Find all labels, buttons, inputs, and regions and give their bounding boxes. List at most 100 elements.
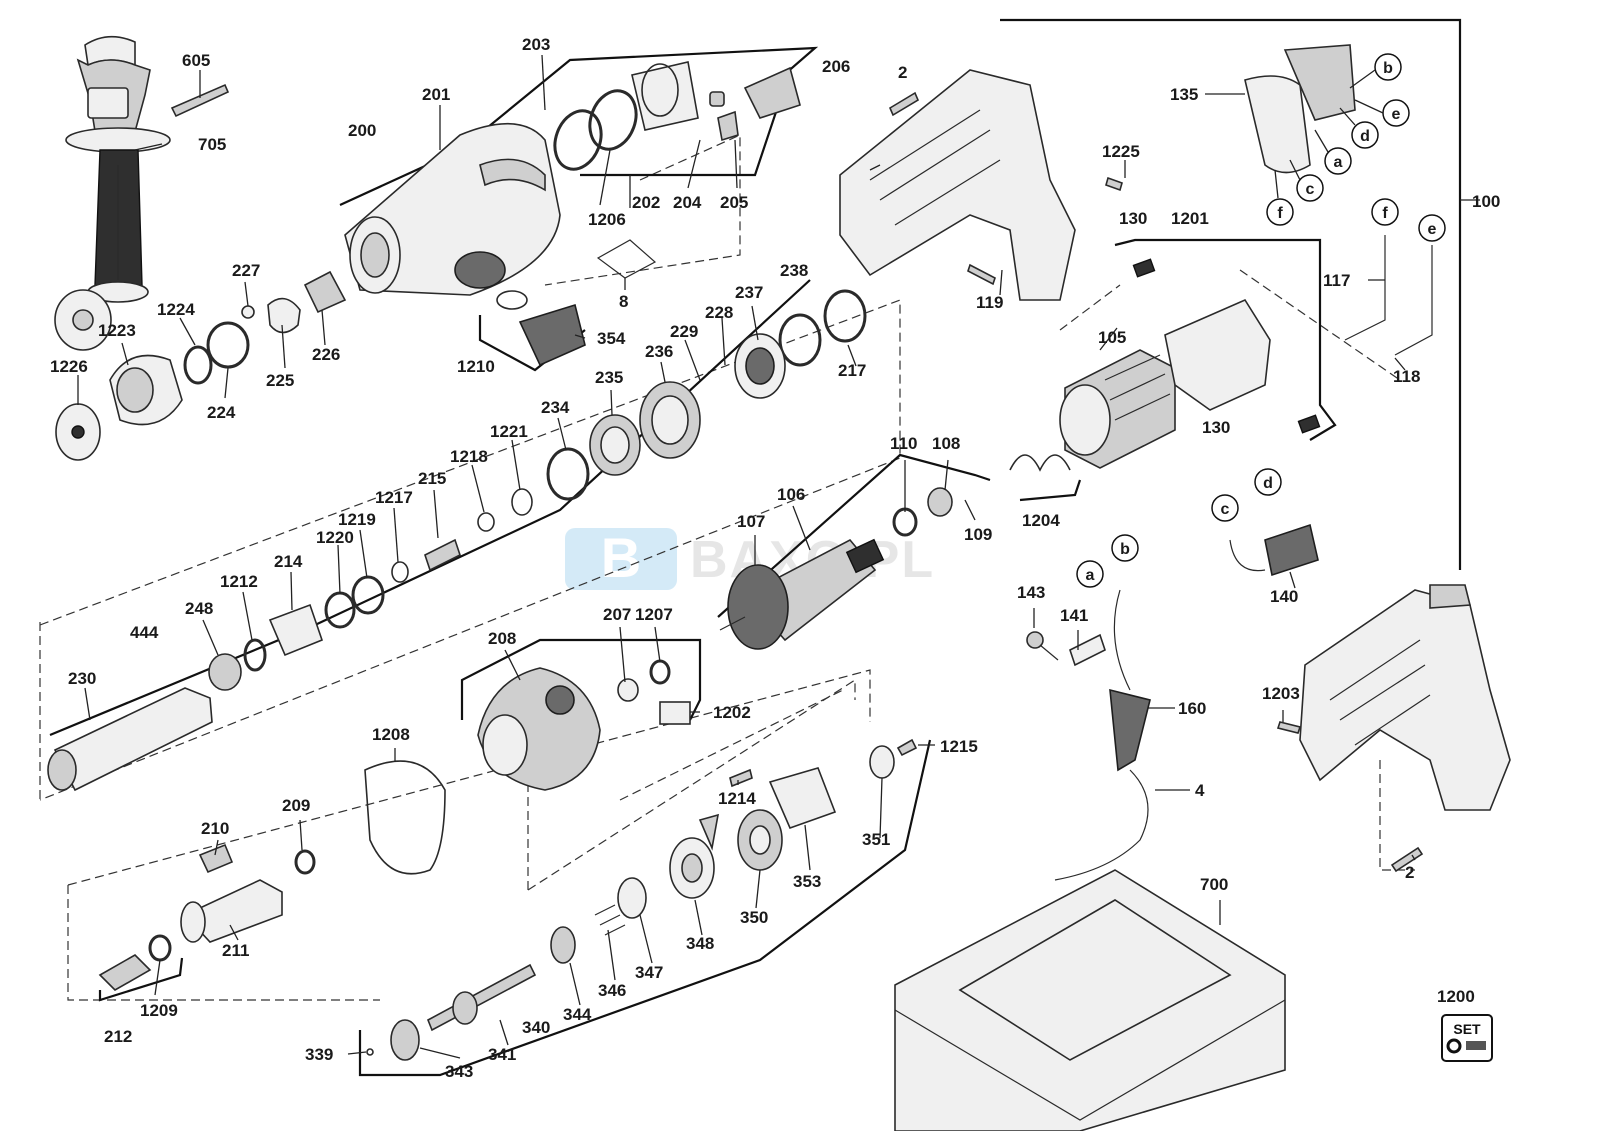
label-119: 119 bbox=[976, 293, 1003, 312]
label-605: 605 bbox=[182, 51, 210, 70]
label-351: 351 bbox=[862, 830, 890, 849]
set-badge-icon bbox=[1441, 1014, 1493, 1062]
label-207: 207 bbox=[603, 605, 631, 624]
label-110: 110 bbox=[890, 434, 917, 453]
wire-tag-d-switch: d bbox=[1339, 107, 1379, 149]
label-140: 140 bbox=[1270, 587, 1298, 606]
label-215: 215 bbox=[418, 469, 446, 488]
leader-lines bbox=[77, 54, 1480, 1059]
label-444: 444 bbox=[130, 623, 159, 642]
label-109: 109 bbox=[964, 525, 992, 544]
label-217: 217 bbox=[838, 361, 866, 380]
label-1201: 1201 bbox=[1171, 209, 1209, 228]
label-238: 238 bbox=[780, 261, 808, 280]
carry-case-part bbox=[894, 869, 1286, 1131]
label-228: 228 bbox=[705, 303, 733, 322]
label-1209: 1209 bbox=[140, 1001, 178, 1020]
watermark-mark: B bbox=[601, 526, 641, 589]
label-8: 8 bbox=[619, 292, 628, 311]
label-210: 210 bbox=[201, 819, 229, 838]
label-224: 224 bbox=[207, 403, 236, 422]
label-143: 143 bbox=[1017, 583, 1045, 602]
label-1220: 1220 bbox=[316, 528, 354, 547]
label-346: 346 bbox=[598, 981, 626, 1000]
parts bbox=[47, 35, 1511, 1131]
label-208: 208 bbox=[488, 629, 516, 648]
label-108: 108 bbox=[932, 434, 960, 453]
label-1212: 1212 bbox=[220, 572, 258, 591]
wire-tag-f-wire: f bbox=[1371, 198, 1399, 226]
intermediate-flange-part bbox=[477, 667, 601, 791]
label-341: 341 bbox=[488, 1045, 516, 1064]
label-229: 229 bbox=[670, 322, 698, 341]
label-1217: 1217 bbox=[375, 488, 413, 507]
label-1204: 1204 bbox=[1022, 511, 1060, 530]
label-201: 201 bbox=[422, 85, 450, 104]
wire-tag-b-switch: b bbox=[1349, 53, 1402, 89]
label-1221: 1221 bbox=[490, 422, 528, 441]
label-705: 705 bbox=[198, 135, 226, 154]
label-1225: 1225 bbox=[1102, 142, 1140, 161]
label-209: 209 bbox=[282, 796, 310, 815]
label-354: 354 bbox=[597, 329, 626, 348]
wire-tag-c-suppressor: c bbox=[1211, 494, 1239, 522]
label-1223: 1223 bbox=[98, 321, 136, 340]
label-1208: 1208 bbox=[372, 725, 410, 744]
label-343: 343 bbox=[445, 1062, 473, 1081]
wire-tag-a-cable: a bbox=[1076, 560, 1104, 588]
label-203: 203 bbox=[522, 35, 550, 54]
wire-tag-e-switch: e bbox=[1354, 99, 1410, 127]
label-160: 160 bbox=[1178, 699, 1206, 718]
svg-text:b: b bbox=[1383, 60, 1393, 77]
depth-rod-part bbox=[170, 83, 230, 118]
label-1219: 1219 bbox=[338, 510, 376, 529]
svg-text:e: e bbox=[1392, 106, 1401, 123]
part-labels: 605 705 203 206 201 200 1206 202 204 205… bbox=[50, 35, 1500, 1081]
label-100: 100 bbox=[1472, 192, 1500, 211]
label-205: 205 bbox=[720, 193, 748, 212]
label-230: 230 bbox=[68, 669, 96, 688]
wire-tags: b e d a c f f bbox=[1076, 53, 1446, 588]
label-350: 350 bbox=[740, 908, 768, 927]
label-236: 236 bbox=[645, 342, 673, 361]
svg-text:c: c bbox=[1221, 501, 1230, 518]
label-1214: 1214 bbox=[718, 789, 756, 808]
motor-housing-right-part bbox=[1276, 584, 1511, 811]
label-106: 106 bbox=[777, 485, 805, 504]
label-1224: 1224 bbox=[157, 300, 195, 319]
label-1206: 1206 bbox=[588, 210, 626, 229]
label-353: 353 bbox=[793, 872, 821, 891]
wire-tag-a-switch: a bbox=[1314, 129, 1352, 175]
armature-part bbox=[719, 538, 885, 650]
label-1210: 1210 bbox=[457, 357, 495, 376]
label-347: 347 bbox=[635, 963, 663, 982]
side-handle-part bbox=[65, 35, 171, 303]
wire-tag-c-switch: c bbox=[1289, 159, 1324, 202]
label-227: 227 bbox=[232, 261, 260, 280]
label-105: 105 bbox=[1098, 328, 1126, 347]
label-4: 4 bbox=[1195, 781, 1205, 800]
label-212: 212 bbox=[104, 1027, 132, 1046]
label-339: 339 bbox=[305, 1045, 333, 1064]
gear-housing-part bbox=[344, 122, 561, 296]
label-141: 141 bbox=[1060, 606, 1088, 625]
label-237: 237 bbox=[735, 283, 763, 302]
label-1202: 1202 bbox=[713, 703, 751, 722]
label-135: 135 bbox=[1170, 85, 1198, 104]
svg-text:f: f bbox=[1277, 205, 1283, 222]
label-107: 107 bbox=[737, 512, 765, 531]
svg-text:f: f bbox=[1382, 205, 1388, 222]
label-226: 226 bbox=[312, 345, 340, 364]
wire-tag-b-cable: b bbox=[1111, 534, 1139, 562]
label-248: 248 bbox=[185, 599, 213, 618]
svg-text:b: b bbox=[1120, 541, 1130, 558]
set-badge-text: SET bbox=[1453, 1021, 1481, 1037]
label-118: 118 bbox=[1393, 367, 1420, 386]
label-348: 348 bbox=[686, 934, 714, 953]
label-1203: 1203 bbox=[1262, 684, 1300, 703]
label-344: 344 bbox=[563, 1005, 592, 1024]
svg-text:d: d bbox=[1263, 475, 1273, 492]
label-117: 117 bbox=[1323, 271, 1350, 290]
label-340: 340 bbox=[522, 1018, 550, 1037]
